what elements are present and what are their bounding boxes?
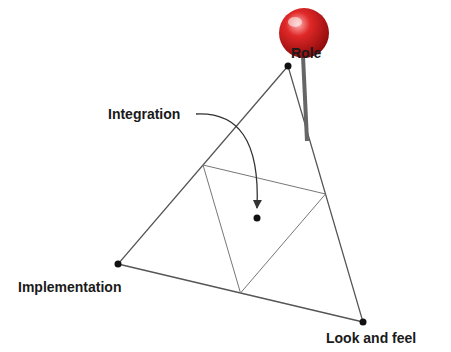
vertex-label: Implementation	[18, 279, 121, 295]
vertex-dot	[360, 319, 367, 326]
outer-triangle	[118, 66, 363, 322]
pointer-arrow	[196, 114, 257, 208]
vertex-label: Role	[291, 45, 321, 61]
vertex-label: Look and feel	[326, 330, 416, 346]
inner-triangle	[203, 165, 326, 293]
balloon-highlight	[288, 17, 302, 27]
vertex-dot	[115, 261, 122, 268]
callout-label: Integration	[108, 106, 180, 122]
center-dot	[254, 215, 261, 222]
vertex-dot	[285, 63, 292, 70]
pin-stick	[303, 56, 307, 141]
